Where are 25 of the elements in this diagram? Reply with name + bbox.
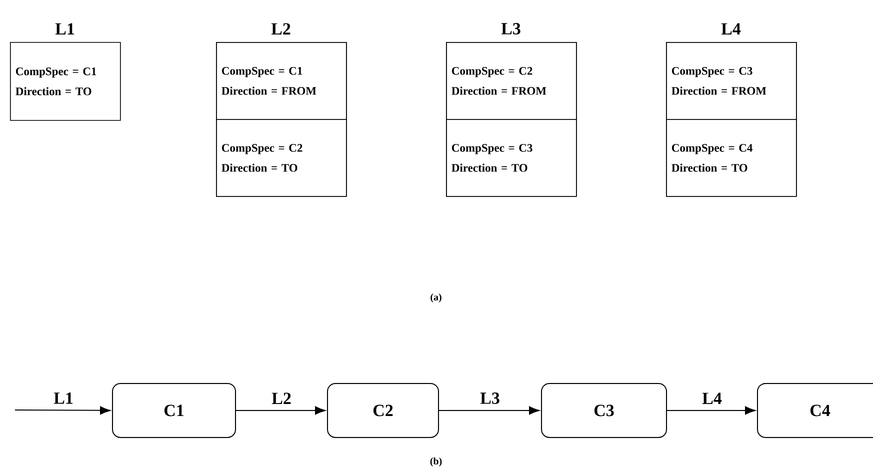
- table-box: CompSpec = C2 Direction = FROM: [446, 42, 577, 120]
- rounded-box: C1: [112, 383, 236, 438]
- table-box: CompSpec = C2 Direction = TO: [216, 119, 347, 197]
- rounded-box: C4: [757, 383, 873, 438]
- node-label: L4: [721, 23, 741, 34]
- caption: (b): [430, 457, 442, 467]
- table-box: CompSpec = C3 Direction = FROM: [666, 42, 797, 120]
- table-box: CompSpec = C4 Direction = TO: [666, 119, 797, 197]
- node-label: L3: [501, 23, 520, 34]
- arrow: [438, 406, 540, 415]
- table-box: CompSpec = C1 Direction = TO: [10, 42, 121, 121]
- rounded-box: C2: [327, 383, 439, 438]
- rounded-box: C3: [541, 383, 667, 438]
- edge-label: L1: [54, 392, 73, 404]
- edge-label: L2: [272, 392, 291, 404]
- arrow: [236, 406, 326, 415]
- edge-label: L3: [480, 392, 500, 404]
- arrow: [14, 406, 110, 415]
- edge-label: L4: [702, 392, 722, 404]
- node-label: L2: [271, 23, 290, 34]
- table-box: CompSpec = C1 Direction = FROM: [216, 42, 347, 120]
- node-label: L1: [55, 23, 74, 34]
- arrow: [666, 406, 756, 415]
- table-box: CompSpec = C3 Direction = TO: [446, 119, 577, 197]
- caption: (a): [430, 293, 442, 303]
